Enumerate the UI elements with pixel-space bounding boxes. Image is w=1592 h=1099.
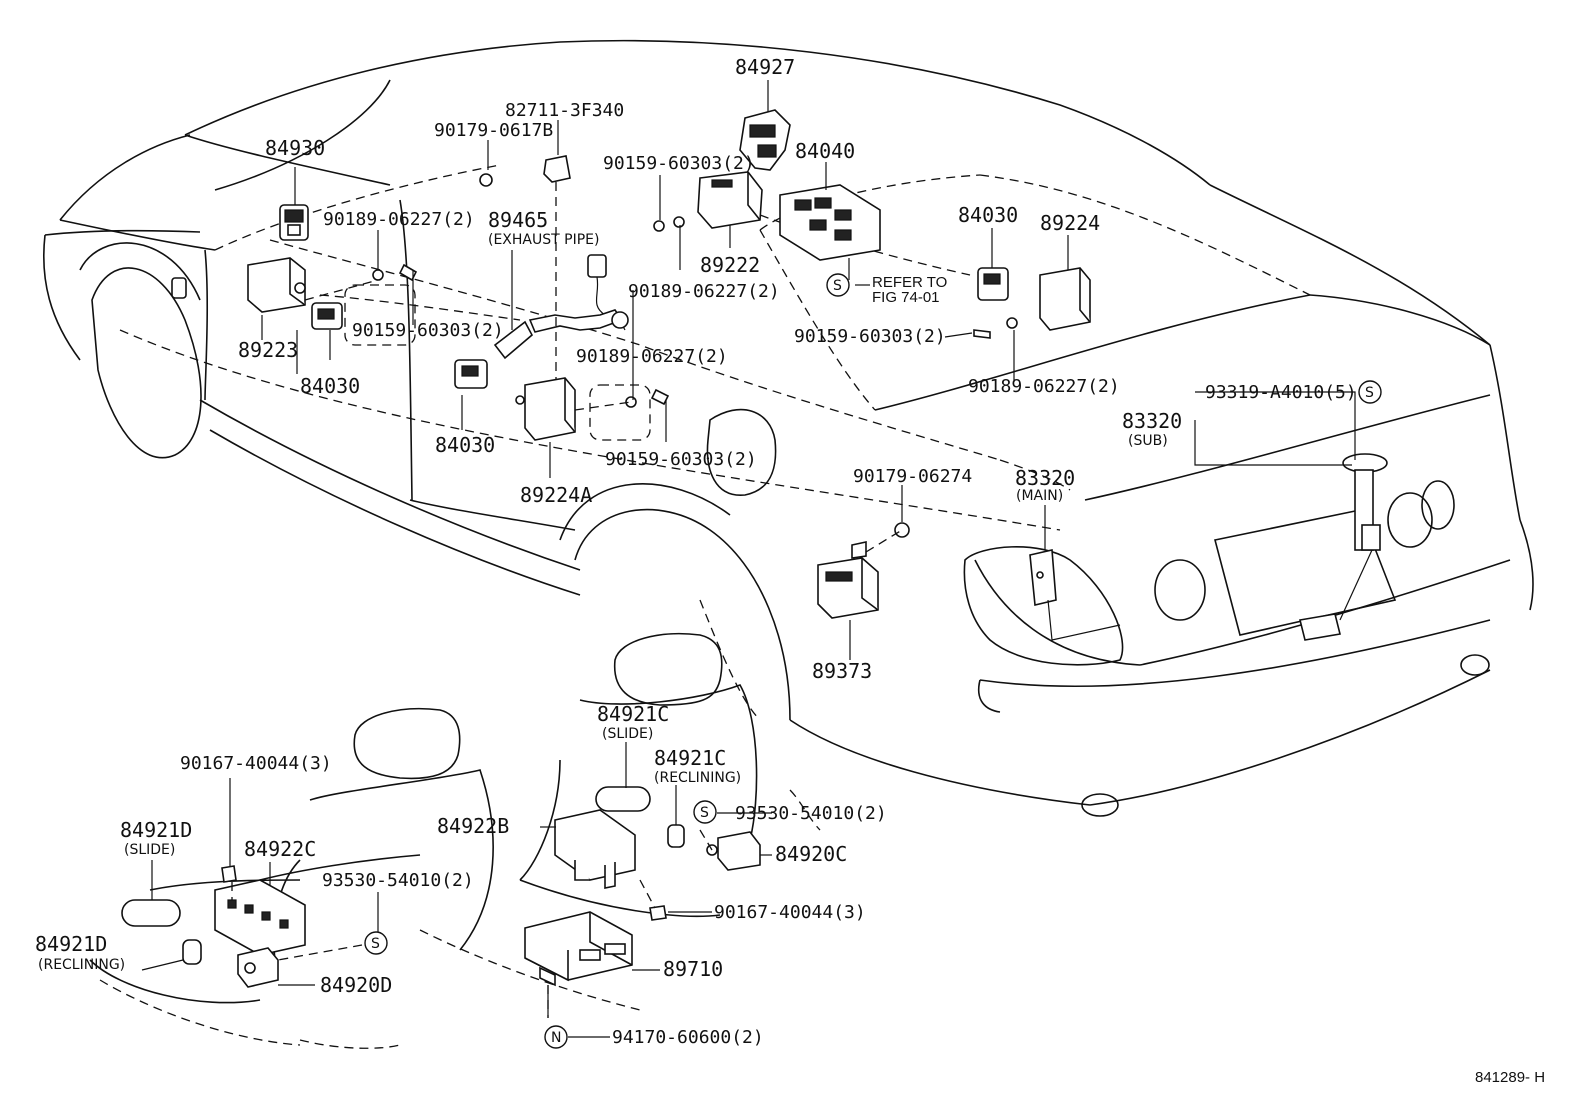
label-93530-54010-right: 93530-54010(2) [735,803,887,824]
label-83320-main: 83320 [1015,466,1075,490]
module-89222 [697,171,763,229]
label-89373: 89373 [812,659,872,683]
knob-84921d-slide [121,899,181,927]
label-82711-3f340: 82711-3F340 [505,100,624,121]
car-body-outline [42,39,1534,1049]
switch-84030-left [311,302,343,330]
label-89710: 89710 [663,957,723,981]
label-89224: 89224 [1040,211,1100,235]
bolts [221,173,1018,921]
label-93319-a4010: 93319-A4010(5) [1205,382,1357,403]
cover-84920d [237,947,279,988]
label-refer-fig: FIG 74-01 [872,289,940,306]
label-90159-60303-top: 90159-60303(2) [603,153,755,174]
fuel-sender-83320-sub [1299,453,1388,641]
label-90159-60303-b: 90159-60303(2) [352,320,504,341]
label-83320-main-note: (MAIN) [1016,488,1063,504]
label-84030-right: 84030 [958,203,1018,227]
label-89465-note: (EXHAUST PIPE) [488,232,599,248]
label-90189-06227-b: 90189-06227(2) [628,281,780,302]
bracket-82711 [543,155,571,183]
label-90179-0617b: 90179-0617B [434,120,553,141]
symbol-markers: S S S S N [364,273,1382,1049]
label-90179-06274: 90179-06274 [853,466,972,487]
knob-84921c-reclining [667,824,685,848]
label-90189-06227-c: 90189-06227(2) [576,346,728,367]
knob-84921d-reclining [182,939,202,965]
n-symbol-94170: N [544,1025,568,1049]
switch-84922b [554,809,636,889]
label-83320-sub-note: (SUB) [1128,433,1168,449]
s-symbol-93530-left: S [364,931,388,955]
label-84921c-reclining: 84921C [654,746,726,770]
label-94170-60600: 94170-60600(2) [612,1027,764,1048]
svg-text:S: S [1365,385,1374,401]
svg-text:N: N [551,1030,561,1046]
diagram-reference-code: 841289- H [1475,1069,1545,1086]
label-84921d-slide: 84921D [120,818,192,842]
label-84921d-slide-note: (SLIDE) [124,842,175,858]
label-90189-06227-a: 90189-06227(2) [323,209,475,230]
cover-84920c [706,831,761,871]
label-90167-40044-bottom: 90167-40044(3) [714,902,866,923]
label-84921d-reclining-note: (RECLINING) [38,957,125,973]
switch-84930 [279,204,309,241]
label-84930: 84930 [265,136,325,160]
svg-text:S: S [700,805,709,821]
label-89224a: 89224A [520,483,592,507]
module-89224 [1039,267,1091,331]
label-84040: 84040 [795,139,855,163]
s-symbol-93530-right: S [693,800,717,824]
label-90189-06227-d: 90189-06227(2) [968,376,1120,397]
label-84920d: 84920D [320,973,392,997]
switch-84922c [214,879,306,956]
label-84030-middle: 84030 [435,433,495,457]
module-89224a [515,377,576,441]
label-90167-40044-top: 90167-40044(3) [180,753,332,774]
s-symbol-refer: S [826,273,850,297]
oxygen-sensor-89465 [493,254,629,360]
switch-84030-right [977,267,1009,301]
label-84922c: 84922C [244,837,316,861]
master-switch-84040 [779,184,881,261]
label-84922b: 84922B [437,814,509,838]
label-83320-sub: 83320 [1122,409,1182,433]
part-labels: 84927 82711-3F340 90179-0617B 84930 9015… [35,55,1545,1086]
unit-89373 [817,541,879,619]
knob-84921c-slide [595,786,651,812]
fuel-sender-83320-main [1029,549,1121,641]
leader-lines [141,80,1356,1038]
label-84921c-reclining-note: (RECLINING) [654,770,741,786]
label-90159-60303-d: 90159-60303(2) [605,449,757,470]
label-90159-60303-c: 90159-60303(2) [794,326,946,347]
svg-text:S: S [371,936,380,952]
label-refer-to: REFER TO [872,274,947,291]
relay-89223 [247,257,306,313]
ecu-89710 [524,911,633,987]
label-89465: 89465 [488,208,548,232]
components [121,109,1388,988]
s-symbol-93319: S [1358,380,1382,404]
label-89223: 89223 [238,338,298,362]
label-84920c: 84920C [775,842,847,866]
label-84030-left: 84030 [300,374,360,398]
label-84921c-slide-note: (SLIDE) [602,726,653,742]
switch-84030-middle [454,359,488,389]
svg-text:S: S [833,278,842,294]
dashed-links [231,182,903,1018]
label-84927: 84927 [735,55,795,79]
label-89222: 89222 [700,253,760,277]
switch-84927 [739,109,791,171]
label-84921d-reclining: 84921D [35,932,107,956]
label-93530-54010-left: 93530-54010(2) [322,870,474,891]
label-84921c-slide: 84921C [597,702,669,726]
